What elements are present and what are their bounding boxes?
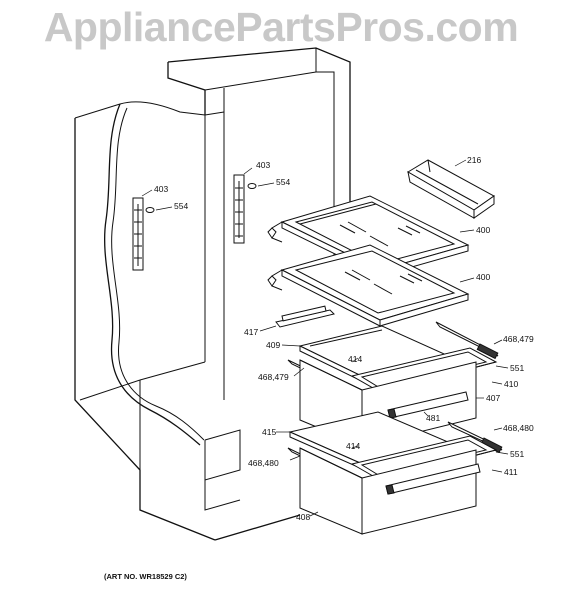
shelf-ladder-right	[233, 174, 257, 244]
slide-rail-upper-right	[435, 321, 499, 360]
rail-417	[275, 305, 335, 328]
callout-414-upper: 414	[348, 354, 362, 364]
callout-403-left: 403	[154, 184, 168, 194]
callout-408: 408	[296, 512, 310, 522]
callout-414-lower: 414	[346, 441, 360, 451]
callout-415: 415	[262, 427, 276, 437]
callout-411: 411	[504, 467, 518, 477]
callout-468-480-right: 468,480	[503, 423, 534, 433]
watermark: AppliancePartsPros.com	[43, 4, 519, 50]
glass-shelf-lower	[267, 244, 470, 327]
callout-468-479-left: 468,479	[258, 372, 289, 382]
callout-554-left: 554	[174, 201, 188, 211]
callout-551-upper: 551	[510, 363, 524, 373]
pan-frame-410	[350, 347, 498, 393]
door-bin-216	[407, 159, 495, 219]
callout-481: 481	[426, 413, 440, 423]
callout-409: 409	[266, 340, 280, 350]
callout-554-right: 554	[276, 177, 290, 187]
callout-410: 410	[504, 379, 518, 389]
callout-468-479-right: 468,479	[503, 334, 534, 344]
leader-lines	[141, 159, 509, 517]
cabinet-liner	[74, 47, 351, 541]
callout-551-lower: 551	[510, 449, 524, 459]
callout-400-upper: 400	[476, 225, 490, 235]
callout-468-480-left: 468,480	[248, 458, 279, 468]
callout-407: 407	[486, 393, 500, 403]
art-number: (ART NO. WR18529 C2)	[104, 572, 187, 581]
shelf-ladder-left	[132, 197, 155, 271]
callout-417: 417	[244, 327, 258, 337]
callout-216: 216	[467, 155, 481, 165]
callout-403-right: 403	[256, 160, 270, 170]
callout-400-lower: 400	[476, 272, 490, 282]
callout-labels: 216 403 554 403 554 400 400 417 409 414 …	[154, 155, 534, 522]
crisper-pan-408	[299, 447, 481, 535]
pan-frame-411	[350, 435, 498, 481]
